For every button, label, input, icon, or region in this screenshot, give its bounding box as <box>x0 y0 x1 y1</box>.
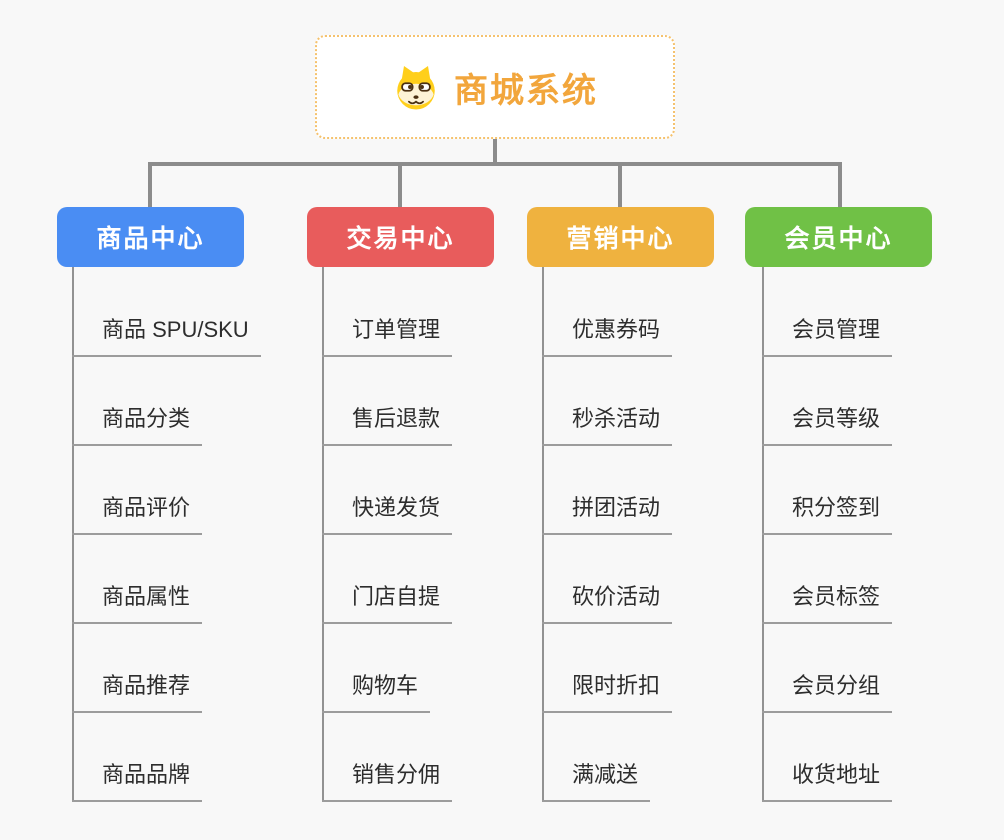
dog-face-icon <box>397 66 435 110</box>
child-topic[interactable]: 快递发货 <box>322 493 453 535</box>
branch-node-marketing-center[interactable]: 营销中心 <box>527 207 714 267</box>
child-topic[interactable]: 拼团活动 <box>542 493 673 535</box>
child-topic[interactable]: 门店自提 <box>322 582 453 624</box>
child-topic[interactable]: 商品推荐 <box>72 671 203 713</box>
branch-children-product: 商品 SPU/SKU 商品分类 商品评价 商品属性 商品推荐 商品品牌 <box>72 267 312 802</box>
connector-drop-marketing <box>618 162 622 207</box>
child-topic[interactable]: 订单管理 <box>322 315 453 357</box>
branch-node-trade-center[interactable]: 交易中心 <box>307 207 494 267</box>
root-topic-label: 商城系统 <box>454 71 598 110</box>
child-topic[interactable]: 限时折扣 <box>542 671 673 713</box>
child-topic[interactable]: 商品品牌 <box>72 760 203 802</box>
branch-label: 交易中心 <box>346 225 455 253</box>
child-topic[interactable]: 优惠券码 <box>542 315 673 357</box>
connector-drop-product <box>148 162 152 207</box>
connector-horizontal-bar <box>148 162 842 166</box>
child-topic[interactable]: 会员标签 <box>762 582 893 624</box>
child-topic[interactable]: 商品评价 <box>72 493 203 535</box>
child-topic[interactable]: 销售分佣 <box>322 760 453 802</box>
branch-label: 商品中心 <box>96 225 205 253</box>
root-topic[interactable]: 商城系统 <box>315 35 675 139</box>
child-topic[interactable]: 积分签到 <box>762 493 893 535</box>
child-topic[interactable]: 砍价活动 <box>542 582 673 624</box>
branch-node-member-center[interactable]: 会员中心 <box>745 207 932 267</box>
child-topic[interactable]: 秒杀活动 <box>542 404 673 446</box>
branch-node-product-center[interactable]: 商品中心 <box>57 207 244 267</box>
child-topic[interactable]: 会员等级 <box>762 404 893 446</box>
connector-drop-member <box>838 162 842 207</box>
child-topic[interactable]: 购物车 <box>322 671 431 713</box>
child-topic[interactable]: 收货地址 <box>762 760 893 802</box>
branch-label: 营销中心 <box>566 225 675 253</box>
child-topic[interactable]: 售后退款 <box>322 404 453 446</box>
child-topic[interactable]: 会员分组 <box>762 671 893 713</box>
branch-children-member: 会员管理 会员等级 积分签到 会员标签 会员分组 收货地址 <box>762 267 1002 802</box>
child-topic[interactable]: 商品属性 <box>72 582 203 624</box>
branch-label: 会员中心 <box>784 225 893 253</box>
connector-root-stem <box>493 139 497 164</box>
branch-children-marketing: 优惠券码 秒杀活动 拼团活动 砍价活动 限时折扣 满减送 <box>542 267 782 802</box>
child-topic[interactable]: 商品分类 <box>72 404 203 446</box>
branch-children-trade: 订单管理 售后退款 快递发货 门店自提 购物车 销售分佣 <box>322 267 562 802</box>
connector-drop-trade <box>398 162 402 207</box>
child-topic[interactable]: 会员管理 <box>762 315 893 357</box>
child-topic[interactable]: 商品 SPU/SKU <box>72 315 261 357</box>
child-topic[interactable]: 满减送 <box>542 760 651 802</box>
